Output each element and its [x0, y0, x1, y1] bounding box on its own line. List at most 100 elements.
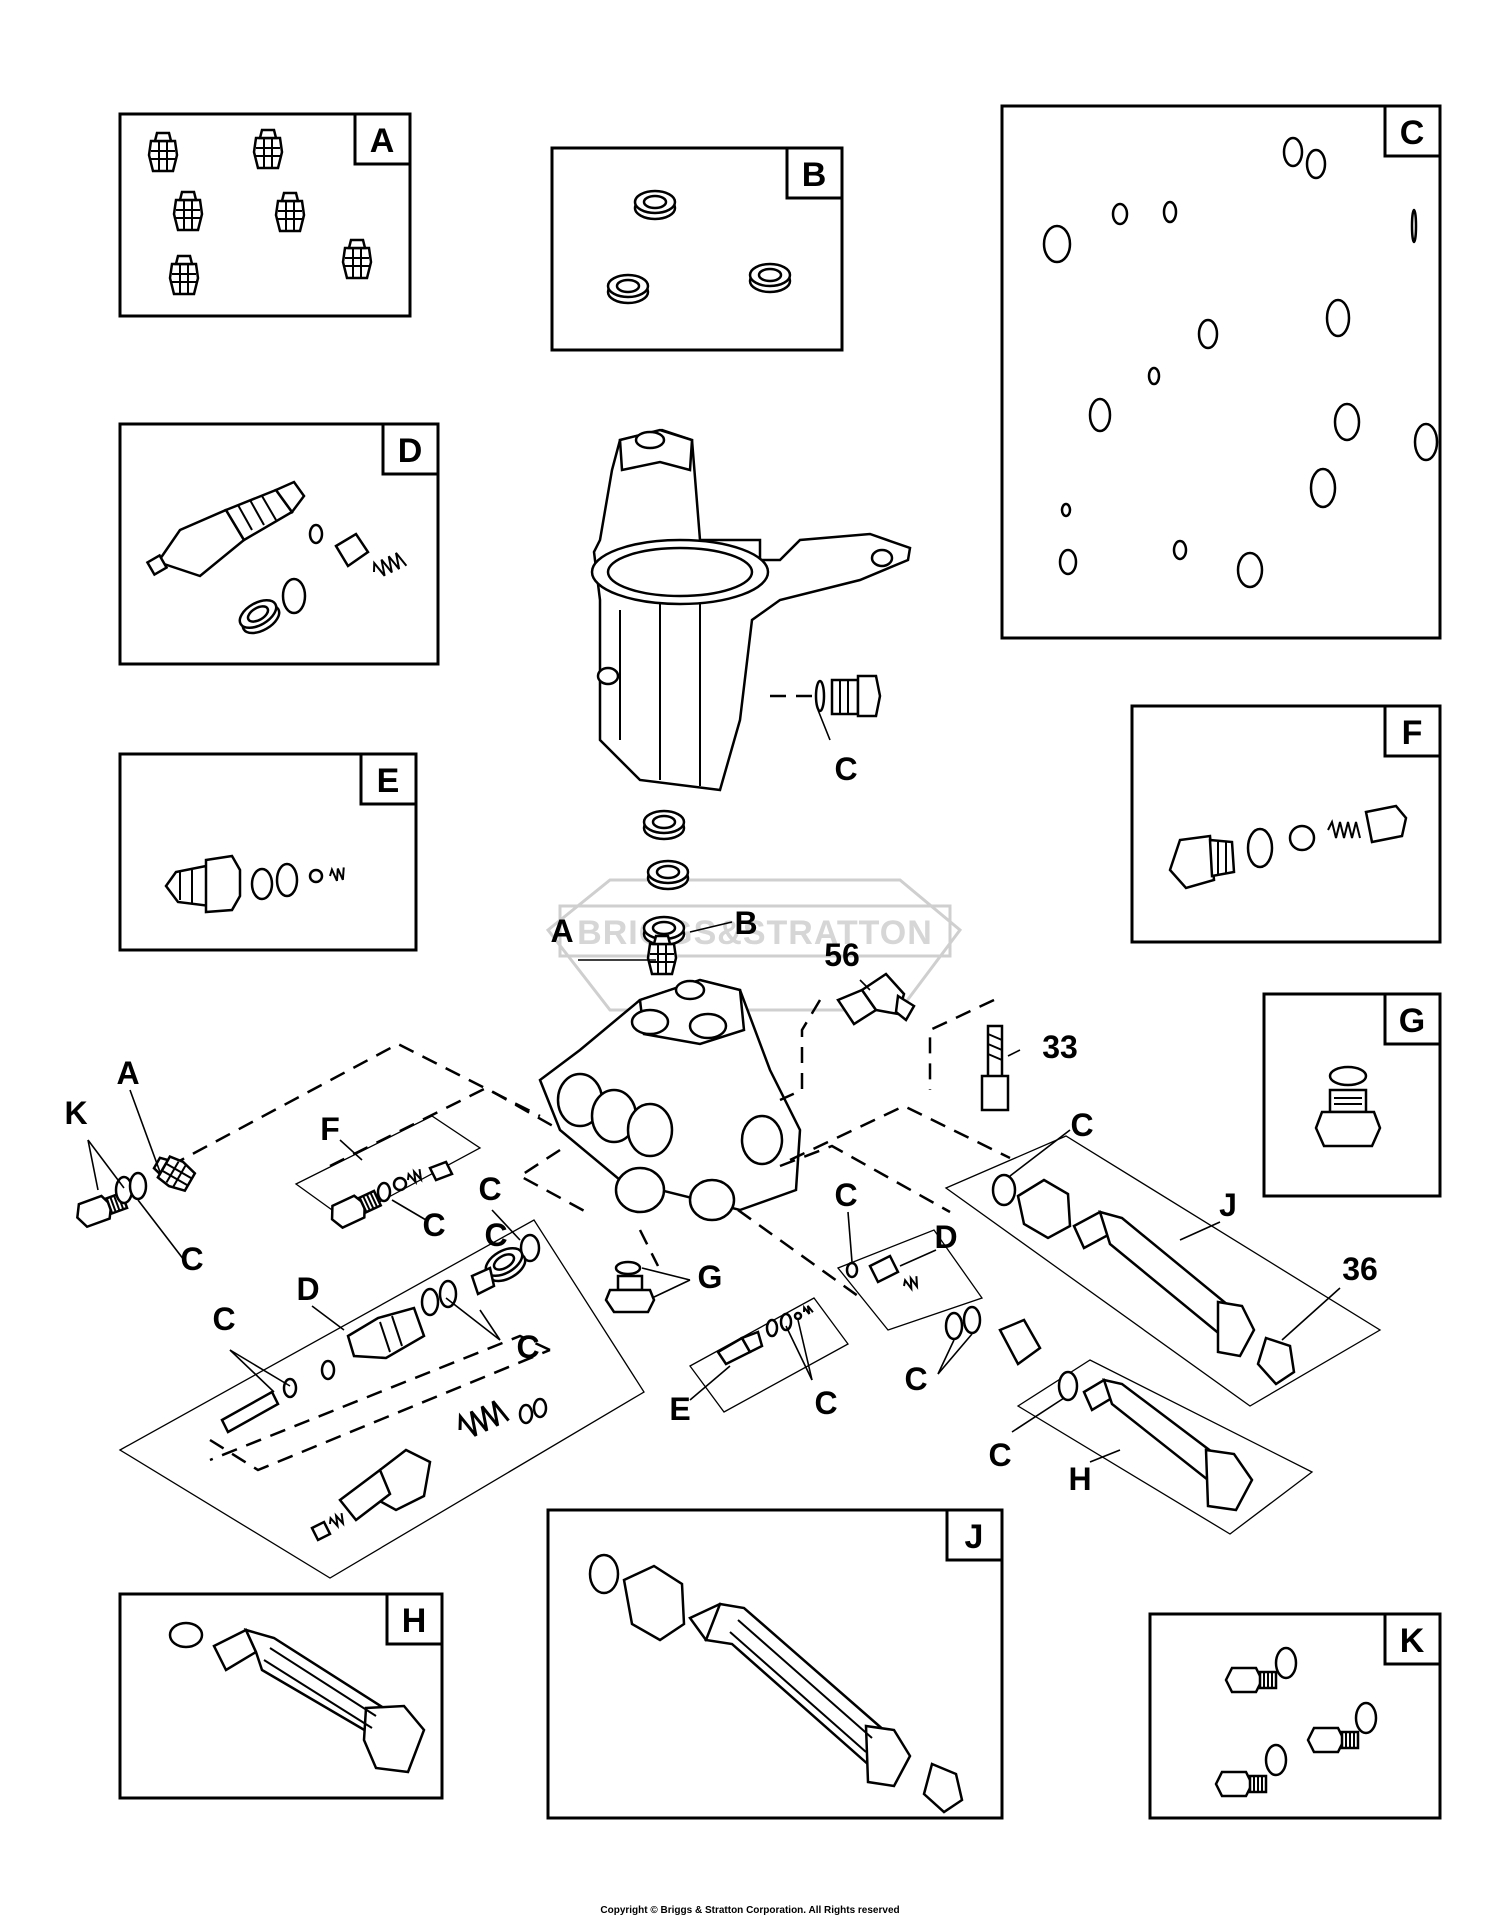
callout-label: F — [320, 1111, 340, 1147]
o-ring-icon — [1354, 1701, 1378, 1735]
packing-seal-icon — [606, 273, 650, 305]
piston-icon — [470, 1266, 496, 1296]
kit-box-h: H — [118, 1592, 444, 1800]
ball-icon — [1288, 824, 1316, 852]
valve-body-icon — [338, 1468, 392, 1522]
o-ring-icon — [532, 1397, 548, 1419]
o-ring-icon — [765, 1318, 779, 1338]
pump-manifold-icon — [538, 978, 802, 1222]
o-ring-icon — [944, 1311, 964, 1341]
callout-label: A — [550, 913, 573, 949]
o-ring-icon — [128, 1171, 148, 1201]
spring-icon — [903, 1274, 919, 1292]
ball-icon — [392, 1176, 408, 1192]
watermark-text: BRIGGS&STRATTON — [577, 914, 933, 952]
nozzle-tip-icon — [341, 238, 373, 280]
watermark-logo: BRIGGS&STRATTON — [545, 878, 963, 1012]
pump-housing-icon — [590, 428, 912, 792]
kit-label-b: B — [802, 156, 827, 194]
kit-box-a: A — [118, 112, 412, 318]
o-ring-icon — [281, 577, 307, 615]
callout-label: C — [422, 1207, 445, 1243]
o-ring-icon — [250, 867, 274, 901]
spring-icon — [329, 1512, 345, 1530]
o-ring-icon — [1328, 1065, 1368, 1087]
seal-icon — [233, 593, 286, 640]
leader-lines — [87, 709, 1341, 1463]
o-ring-icon — [308, 523, 324, 545]
nozzle-tip-icon — [147, 131, 179, 173]
callout-label: E — [669, 1391, 690, 1427]
plug-icon — [1168, 834, 1236, 890]
kit-label-g: G — [1399, 1002, 1425, 1040]
unloader-valve-icon — [346, 1306, 426, 1360]
callout-label: C — [904, 1361, 927, 1397]
o-ring-icon — [1274, 1646, 1298, 1680]
o-ring-icon — [282, 1377, 298, 1399]
o-ring-assortment-icon — [1042, 136, 1439, 589]
spring-icon — [803, 1304, 814, 1315]
kit-box-c: C — [1000, 104, 1442, 640]
cap-icon — [1364, 804, 1408, 844]
housing-plug-icon — [814, 674, 882, 718]
ball-icon — [308, 868, 324, 884]
nozzle-tip-icon — [172, 190, 204, 232]
outlet-tube-icon — [1082, 1378, 1254, 1512]
callout-label: C — [1070, 1107, 1093, 1143]
o-ring-icon — [275, 862, 299, 898]
outlet-tube-icon — [212, 1628, 426, 1774]
cap-icon — [1256, 1336, 1296, 1386]
ball-icon — [793, 1311, 803, 1321]
packing-seal-icon — [646, 859, 690, 891]
plug-icon — [1224, 1666, 1278, 1694]
inlet-fitting-icon — [164, 854, 242, 914]
callout-label: D — [296, 1271, 319, 1307]
o-ring-icon — [518, 1403, 534, 1425]
kit-label-j: J — [965, 1518, 984, 1556]
plug-icon — [325, 1186, 384, 1232]
callout-label: G — [698, 1259, 723, 1295]
elbow-fitting-icon — [836, 972, 916, 1026]
kit-box-b: B — [550, 146, 844, 352]
plug-icon — [1314, 1088, 1382, 1148]
group-outline-d — [118, 1219, 645, 1579]
callout-label: C — [484, 1217, 507, 1253]
plug-icon — [1306, 1726, 1360, 1754]
o-ring-icon — [1057, 1370, 1079, 1402]
nozzle-tip-icon — [252, 128, 284, 170]
callout-label: J — [1219, 1187, 1237, 1223]
kit-label-c: C — [1400, 114, 1425, 152]
callout-label: A — [116, 1055, 139, 1091]
o-ring-icon — [845, 1261, 859, 1279]
o-ring-icon — [376, 1181, 392, 1203]
valve-stem-icon — [220, 1390, 280, 1434]
o-ring-icon — [320, 1359, 336, 1381]
o-ring-icon — [420, 1287, 440, 1317]
kit-label-e: E — [377, 762, 400, 800]
callout-label: D — [934, 1219, 957, 1255]
callout-label: C — [516, 1329, 539, 1365]
check-valve-icon — [998, 1318, 1042, 1366]
callout-label: C — [478, 1171, 501, 1207]
kit-label-k: K — [1400, 1622, 1425, 1660]
o-ring-icon — [962, 1305, 982, 1335]
callout-label: 56 — [824, 937, 860, 973]
copyright-notice: Copyright © Briggs & Stratton Corporatio… — [600, 1905, 900, 1916]
callout-label: C — [212, 1301, 235, 1337]
nozzle-tip-icon — [274, 191, 306, 233]
callout-label: C — [834, 751, 857, 787]
kit-box-f: F — [1130, 704, 1442, 944]
nut-icon — [310, 1520, 332, 1542]
cap-icon — [428, 1160, 454, 1182]
kit-box-g: G — [1262, 992, 1442, 1198]
o-ring-icon — [438, 1279, 458, 1309]
group-outline-f — [294, 1115, 482, 1221]
callout-label: K — [64, 1095, 87, 1131]
piston-icon — [868, 1254, 900, 1284]
nut-icon — [1016, 1178, 1072, 1240]
callout-label: 33 — [1042, 1029, 1078, 1065]
spring-icon — [407, 1168, 423, 1186]
assembly-dash-lines — [169, 998, 1011, 1472]
outlet-tube-icon — [688, 1602, 912, 1788]
